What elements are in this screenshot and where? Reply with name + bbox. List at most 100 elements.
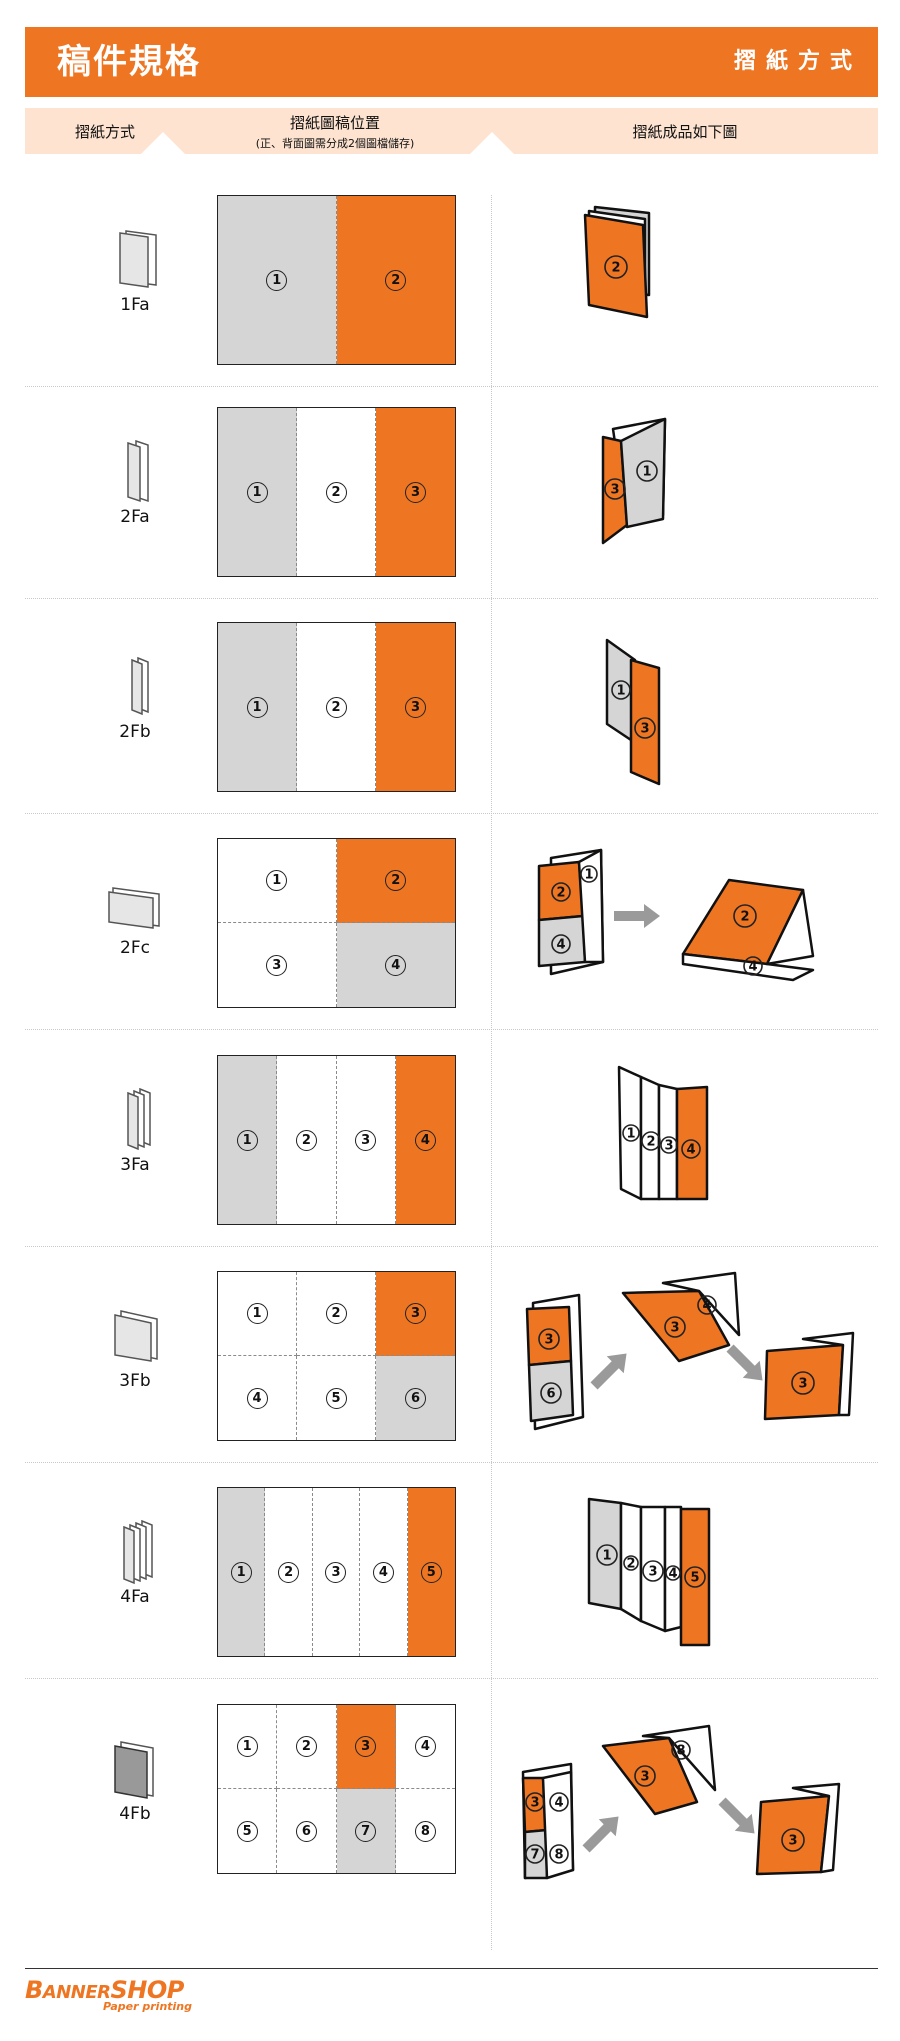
fold-code: 1Fa bbox=[120, 295, 150, 315]
footer-divider bbox=[25, 1968, 878, 1969]
panel-number: 2 bbox=[278, 1561, 300, 1583]
panel-number: 2 bbox=[295, 1736, 317, 1757]
brand-logo: BANNERSHOP Paper printing bbox=[25, 1976, 192, 2013]
panel-3: 3 bbox=[376, 1272, 455, 1356]
panel-4: 4 bbox=[218, 1356, 297, 1440]
row-separator bbox=[25, 1678, 878, 1679]
fold-thumbnail-icon bbox=[108, 223, 168, 297]
panel-3: 3 bbox=[312, 1488, 361, 1656]
svg-text:2: 2 bbox=[740, 910, 749, 925]
svg-text:2: 2 bbox=[646, 1135, 655, 1150]
svg-text:4: 4 bbox=[748, 960, 757, 975]
panel-1: 1 bbox=[218, 623, 297, 791]
panel-1: 1 bbox=[218, 1488, 266, 1656]
page-title: 稿件規格 bbox=[57, 42, 201, 82]
column-layout-note: (正、背面圖需分成2個圖檔儲存) bbox=[255, 136, 415, 150]
fold-thumbnail-icon bbox=[108, 1083, 168, 1157]
panel-5: 5 bbox=[407, 1488, 455, 1656]
panel-number: 8 bbox=[414, 1820, 436, 1842]
row-separator bbox=[25, 598, 878, 599]
panel-number: 3 bbox=[325, 1561, 347, 1583]
panel-number: 6 bbox=[295, 1820, 317, 1842]
panel-8: 8 bbox=[395, 1789, 455, 1873]
panel-3: 3 bbox=[376, 623, 455, 791]
panel-number: 1 bbox=[236, 1736, 258, 1757]
panel-number: 2 bbox=[295, 1129, 317, 1151]
panel-2: 2 bbox=[297, 408, 376, 576]
folded-result-illustration: 2 bbox=[503, 193, 900, 377]
panel-1: 1 bbox=[218, 1056, 278, 1224]
fold-thumbnail-icon bbox=[103, 1299, 173, 1373]
panel-number: 4 bbox=[414, 1129, 436, 1151]
svg-text:2: 2 bbox=[626, 1557, 635, 1572]
svg-text:4: 4 bbox=[702, 1299, 711, 1314]
fold-thumbnail-icon bbox=[108, 1515, 168, 1589]
panel-1: 1 bbox=[218, 1272, 297, 1356]
svg-text:1: 1 bbox=[602, 1549, 611, 1564]
fold-code: 3Fa bbox=[120, 1155, 150, 1175]
column-fold-type-label: 摺紙方式 bbox=[74, 122, 135, 141]
svg-text:3: 3 bbox=[530, 1796, 539, 1811]
panel-number: 2 bbox=[325, 1303, 347, 1324]
panel-number: 1 bbox=[246, 1303, 268, 1324]
panel-number: 1 bbox=[246, 481, 268, 503]
fold-code: 2Fa bbox=[120, 507, 150, 527]
panel-2: 2 bbox=[336, 839, 455, 923]
panel-number: 7 bbox=[355, 1820, 377, 1842]
panel-number: 4 bbox=[372, 1561, 394, 1583]
panel-number: 4 bbox=[246, 1387, 268, 1409]
fold-thumbnail-icon bbox=[103, 866, 173, 940]
panel-1: 1 bbox=[218, 408, 297, 576]
column-result-label: 摺紙成品如下圖 bbox=[632, 122, 738, 141]
column-layout-label: 摺紙圖稿位置 (正、背面圖需分成2個圖檔儲存) bbox=[185, 108, 485, 154]
panel-number: 6 bbox=[405, 1387, 426, 1409]
fold-thumbnail-icon bbox=[108, 650, 168, 724]
panel-number: 4 bbox=[385, 954, 407, 976]
svg-text:3: 3 bbox=[648, 1565, 657, 1580]
svg-text:1: 1 bbox=[616, 684, 625, 699]
svg-text:5: 5 bbox=[690, 1571, 699, 1586]
panel-2: 2 bbox=[297, 623, 376, 791]
fold-code: 4Fa bbox=[120, 1587, 150, 1607]
svg-text:8: 8 bbox=[676, 1744, 685, 1759]
panel-7: 7 bbox=[336, 1789, 396, 1873]
panel-4: 4 bbox=[395, 1056, 455, 1224]
row-separator bbox=[25, 1246, 878, 1247]
row-separator bbox=[25, 386, 878, 387]
svg-text:4: 4 bbox=[668, 1567, 677, 1582]
panel-1: 1 bbox=[218, 196, 337, 364]
svg-text:4: 4 bbox=[686, 1143, 695, 1158]
layout-diagram: 1 2 3 bbox=[217, 622, 456, 792]
svg-text:2: 2 bbox=[611, 261, 620, 276]
panel-5: 5 bbox=[218, 1789, 278, 1873]
column-layout-title: 摺紙圖稿位置 bbox=[289, 113, 380, 132]
fold-code: 2Fc bbox=[120, 938, 150, 958]
row-separator bbox=[25, 1029, 878, 1030]
panel-4: 4 bbox=[395, 1705, 455, 1789]
svg-text:2: 2 bbox=[556, 886, 565, 901]
panel-number: 2 bbox=[385, 870, 407, 891]
panel-number: 3 bbox=[405, 696, 426, 718]
panel-number: 3 bbox=[266, 954, 288, 976]
panel-2: 2 bbox=[277, 1056, 337, 1224]
svg-text:7: 7 bbox=[530, 1848, 539, 1863]
panel-number: 1 bbox=[236, 1129, 258, 1151]
page-header: 稿件規格 摺紙方式 bbox=[25, 27, 878, 97]
svg-text:3: 3 bbox=[664, 1139, 673, 1154]
panel-4: 4 bbox=[336, 923, 455, 1007]
panel-number: 1 bbox=[246, 696, 268, 718]
